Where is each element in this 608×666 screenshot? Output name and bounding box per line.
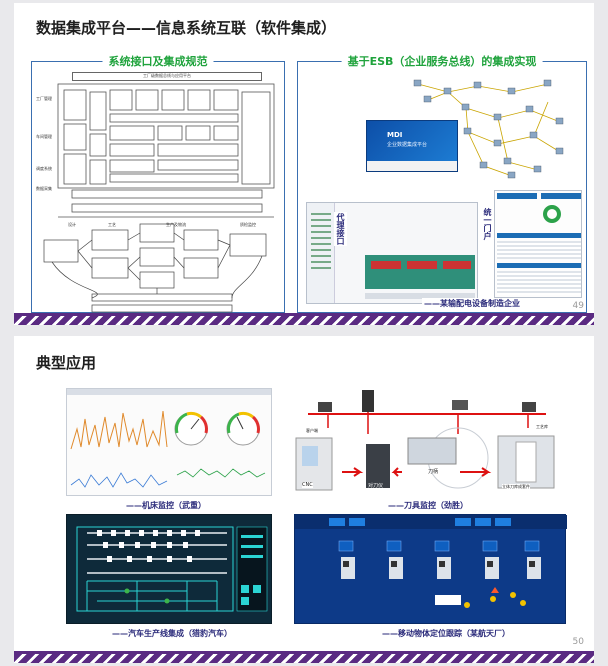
esb-caption: ——某输配电设备制造企业 xyxy=(422,298,522,309)
slide-49: 数据集成平台——信息系统互联（软件集成） 系统接口及集成规范 工厂级数据总线与应… xyxy=(14,3,594,325)
object-tracking-layout xyxy=(295,515,567,608)
tool-monitoring-network xyxy=(295,390,555,491)
interface-spec-panel: 系统接口及集成规范 工厂级数据总线与应用平台 工厂管理 车间管理 调度系统 数据… xyxy=(31,53,285,313)
footer-stripe xyxy=(14,316,594,325)
side-label: 调度系统 xyxy=(36,166,52,171)
tool-label-client: 客户端 xyxy=(306,428,318,434)
object-tracking-screenshot xyxy=(294,514,567,624)
architecture-diagram xyxy=(43,83,275,313)
panel-title: 系统接口及集成规范 xyxy=(102,53,214,69)
bottom-label: 质检监控 xyxy=(240,222,256,227)
tool-label-process-db: 工艺库 xyxy=(536,424,548,430)
tool-label-presetter: 对刀仪 xyxy=(368,483,384,489)
side-label: 车间管理 xyxy=(36,134,52,139)
unified-portal-label: 统一门户 xyxy=(483,208,492,240)
production-line-screenshot xyxy=(66,514,272,624)
esb-network-diagram xyxy=(413,79,564,179)
page-number: 49 xyxy=(572,301,584,311)
panel-title: 基于ESB（企业服务总线）的集成实现 xyxy=(341,53,543,69)
slide-title: 典型应用 xyxy=(36,354,97,372)
production-line-caption: ——汽车生产线集成（猎豹汽车） xyxy=(112,629,232,638)
bottom-label: 生产及物流 xyxy=(166,222,186,227)
mdi-subtitle: 企业数据集成平台 xyxy=(387,142,428,148)
machine-monitoring-caption: ——机床监控（武重） xyxy=(126,501,206,510)
footer-bar xyxy=(14,651,594,654)
footer-bar xyxy=(14,313,594,316)
bottom-label: 设计 xyxy=(68,222,76,227)
mdi-splash-screen: MDI 企业数据集成平台 xyxy=(366,120,458,172)
object-tracking-caption: ——移动物体定位跟踪（某航天厂） xyxy=(382,629,510,638)
tool-label-magazine: 立体刀库成套件 xyxy=(502,484,530,490)
machine-monitoring-screenshot xyxy=(66,388,272,496)
footer-stripe xyxy=(14,654,594,663)
tool-monitoring-caption: ——刀具监控（劲胜） xyxy=(388,501,468,510)
side-label: 数据采集 xyxy=(36,186,52,191)
unified-portal-screenshot xyxy=(494,190,582,298)
machine-monitoring-charts xyxy=(70,410,266,488)
side-label: 工厂管理 xyxy=(36,96,52,101)
esb-panel: 基于ESB（企业服务总线）的集成实现 MDI 企业数据集成平台 xyxy=(297,53,587,313)
mdi-logo: MDI xyxy=(387,131,403,139)
slide-title: 数据集成平台——信息系统互联（软件集成） xyxy=(36,19,337,37)
proxy-interface-screenshot xyxy=(306,202,478,304)
slide-50: 典型应用 ——机床监控（武重） xyxy=(14,336,594,663)
platform-box: 工厂级数据总线与应用平台 xyxy=(72,72,262,81)
tool-monitoring-diagram: 客户端 CNC 对刀仪 刀柄 立体刀库成套件 工艺库 xyxy=(288,388,570,496)
bottom-label: 工艺 xyxy=(108,222,116,227)
production-line-layout xyxy=(76,526,268,612)
proxy-interface-label-vertical: 代理接口 xyxy=(334,212,347,246)
tool-label-cnc: CNC xyxy=(302,482,313,488)
tool-label-holder: 刀柄 xyxy=(428,469,439,475)
page-number: 50 xyxy=(572,637,584,647)
